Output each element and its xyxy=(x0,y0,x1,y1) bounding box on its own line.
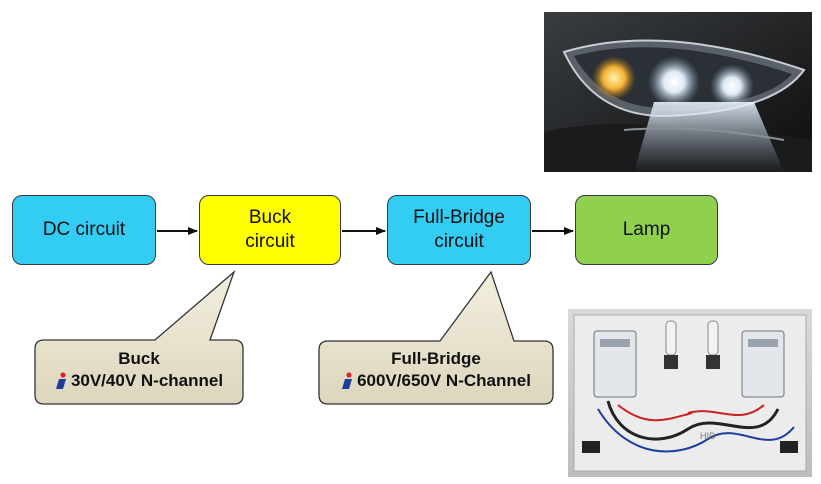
brand-logo-icon xyxy=(342,372,353,389)
brand-logo-icon xyxy=(55,372,66,389)
buck-callout-title: Buck xyxy=(118,349,160,368)
full-bridge-circuit-box: Full-Bridge circuit xyxy=(387,195,531,265)
lamp-box: Lamp xyxy=(575,195,718,265)
buck-callout-spec: 30V/40V N-channel xyxy=(70,371,224,390)
lamp-label: Lamp xyxy=(622,219,671,240)
full-bridge-circuit-label: Full-Bridge circuit xyxy=(413,207,505,252)
hid-kit-photo: HID xyxy=(568,309,812,477)
dc-circuit-box: DC circuit xyxy=(12,195,156,265)
full-bridge-callout: Full-Bridge 600V/650V N-Channel xyxy=(319,348,553,396)
buck-circuit-label: Buck circuit xyxy=(245,207,295,252)
dc-circuit-label: DC circuit xyxy=(42,219,126,240)
buck-callout: Buck 30V/40V N-channel xyxy=(35,348,243,396)
full-bridge-callout-title: Full-Bridge xyxy=(391,349,481,368)
buck-circuit-box: Buck circuit xyxy=(199,195,341,265)
headlight-photo xyxy=(544,12,812,172)
full-bridge-callout-spec: 600V/650V N-Channel xyxy=(357,371,531,390)
full-bridge-callout-shape xyxy=(318,270,554,405)
buck-callout-shape xyxy=(34,269,244,405)
hid-kit-label: HID xyxy=(700,431,716,441)
